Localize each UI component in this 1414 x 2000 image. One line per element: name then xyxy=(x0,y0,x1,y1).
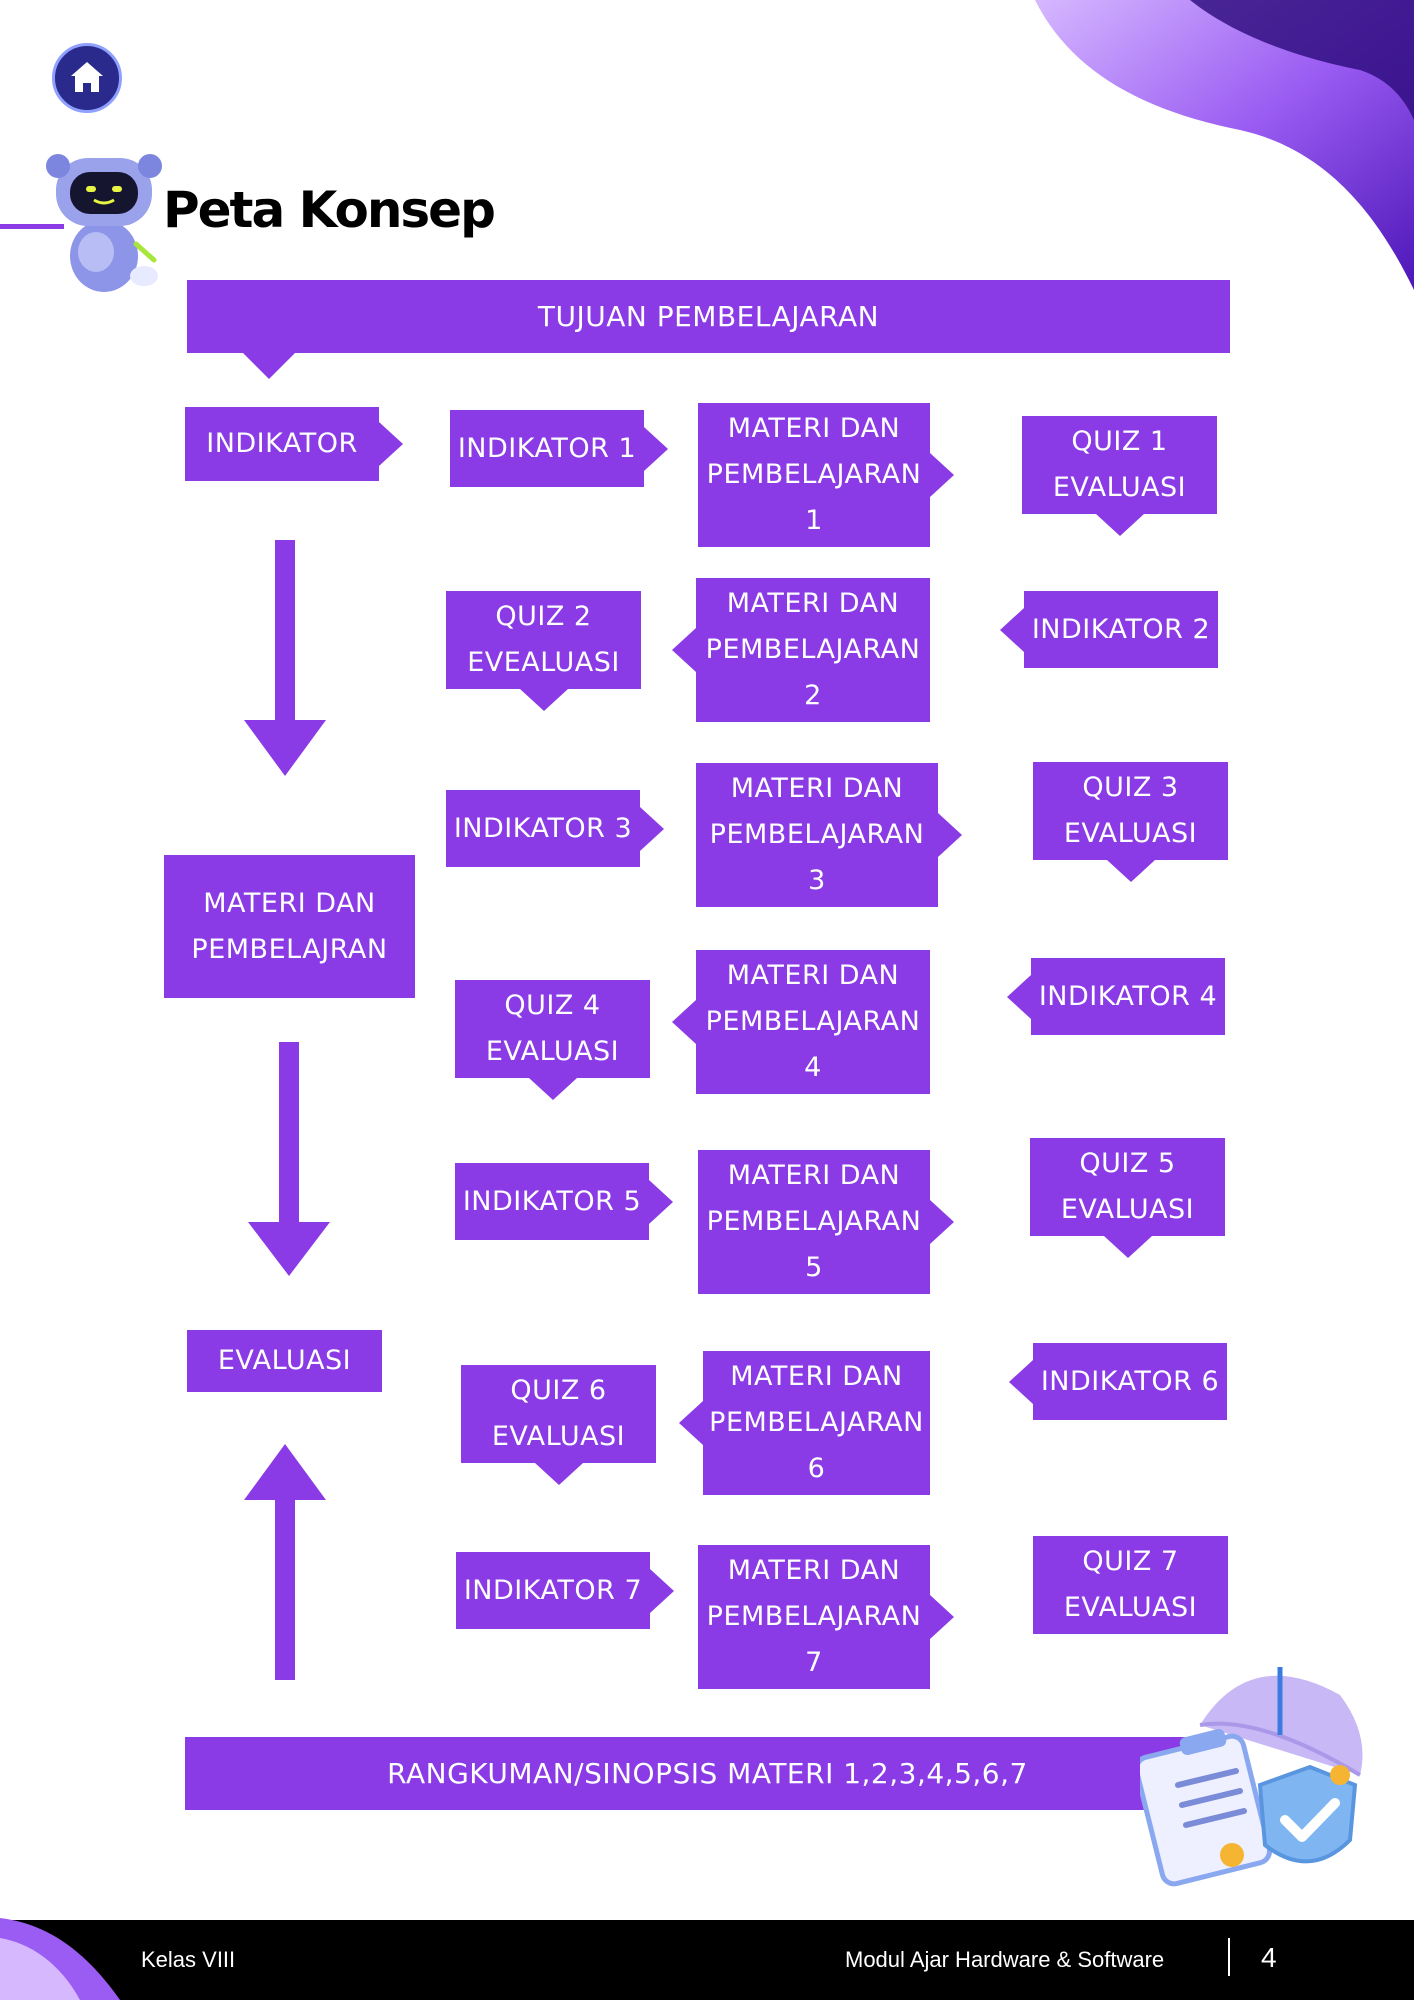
home-button[interactable] xyxy=(52,43,122,113)
materi-2-label: MATERI DAN PEMBELAJARAN 2 xyxy=(705,588,921,711)
decorative-ribbon-bottom-left xyxy=(0,1918,120,2000)
materi-7-label: MATERI DAN PEMBELAJARAN 7 xyxy=(706,1555,922,1678)
rangkuman-label: RANGKUMAN/SINOPSIS MATERI 1,2,3,4,5,6,7 xyxy=(387,1756,1028,1790)
robot-mascot xyxy=(46,154,162,292)
quiz-5-label: QUIZ 5 EVALUASI xyxy=(1060,1148,1195,1225)
indikator-1-label: INDIKATOR 1 xyxy=(457,432,637,464)
materi-1-label: MATERI DAN PEMBELAJARAN 1 xyxy=(706,413,922,536)
page-number: 4 xyxy=(1261,1942,1277,1973)
arrow-down-2 xyxy=(248,1042,330,1276)
materi-5-box: MATERI DAN PEMBELAJARAN 5 xyxy=(698,1150,954,1294)
rangkuman-banner: RANGKUMAN/SINOPSIS MATERI 1,2,3,4,5,6,7 xyxy=(185,1737,1230,1810)
indikator-4-label: INDIKATOR 4 xyxy=(1038,980,1218,1012)
home-icon xyxy=(71,62,103,92)
quiz-5-box: QUIZ 5 EVALUASI xyxy=(1030,1138,1225,1258)
materi-6-box: MATERI DAN PEMBELAJARAN 6 xyxy=(679,1351,930,1495)
quiz-2-box: QUIZ 2 EVEALUASI xyxy=(446,591,641,711)
indikator-2-label: INDIKATOR 2 xyxy=(1031,613,1211,645)
quiz-6-label: QUIZ 6 EVALUASI xyxy=(491,1375,626,1452)
umbrella-shield-checklist-illustration xyxy=(1140,1667,1363,1887)
indikator-1-box: INDIKATOR 1 xyxy=(450,410,668,487)
quiz-2-label: QUIZ 2 EVEALUASI xyxy=(467,601,620,678)
title-accent-line xyxy=(0,224,64,229)
quiz-4-box: QUIZ 4 EVALUASI xyxy=(455,980,650,1100)
quiz-3-label: QUIZ 3 EVALUASI xyxy=(1063,772,1198,849)
evaluasi-label: EVALUASI xyxy=(217,1345,352,1376)
arrow-up xyxy=(244,1444,326,1680)
indikator-6-box: INDIKATOR 6 xyxy=(1009,1343,1227,1420)
quiz-3-box: QUIZ 3 EVALUASI xyxy=(1033,762,1228,882)
quiz-4-label: QUIZ 4 EVALUASI xyxy=(485,990,620,1067)
footer-module-title: Modul Ajar Hardware & Software xyxy=(845,1947,1165,1972)
page-title: Peta Konsep xyxy=(163,181,496,239)
materi-1-box: MATERI DAN PEMBELAJARAN 1 xyxy=(698,403,954,547)
materi-7-box: MATERI DAN PEMBELAJARAN 7 xyxy=(698,1545,954,1689)
materi-5-label: MATERI DAN PEMBELAJARAN 5 xyxy=(706,1160,922,1283)
indikator-box: INDIKATOR xyxy=(185,407,403,481)
decorative-ribbon-top-right xyxy=(1035,0,1414,290)
indikator-6-label: INDIKATOR 6 xyxy=(1040,1365,1220,1397)
materi-dan-pembelajaran-label: MATERI DAN PEMBELAJRAN xyxy=(191,887,388,965)
quiz-1-box: QUIZ 1 EVALUASI xyxy=(1022,416,1217,536)
quiz-7-label: QUIZ 7 EVALUASI xyxy=(1063,1546,1198,1623)
materi-3-box: MATERI DAN PEMBELAJARAN 3 xyxy=(696,763,962,907)
materi-6-label: MATERI DAN PEMBELAJARAN 6 xyxy=(709,1361,924,1484)
indikator-3-label: INDIKATOR 3 xyxy=(453,812,633,844)
materi-4-box: MATERI DAN PEMBELAJARAN 4 xyxy=(672,950,930,1094)
indikator-4-box: INDIKATOR 4 xyxy=(1007,958,1225,1035)
indikator-5-box: INDIKATOR 5 xyxy=(455,1163,673,1240)
indikator-7-label: INDIKATOR 7 xyxy=(463,1574,643,1606)
materi-dan-pembelajaran-box: MATERI DAN PEMBELAJRAN xyxy=(164,855,415,998)
indikator-5-label: INDIKATOR 5 xyxy=(462,1185,642,1217)
indikator-2-box: INDIKATOR 2 xyxy=(1000,591,1218,668)
indikator-7-box: INDIKATOR 7 xyxy=(456,1552,674,1629)
quiz-7-box: QUIZ 7 EVALUASI xyxy=(1033,1536,1228,1634)
materi-4-label: MATERI DAN PEMBELAJARAN 4 xyxy=(705,960,921,1083)
quiz-1-label: QUIZ 1 EVALUASI xyxy=(1052,426,1187,503)
indikator-label: INDIKATOR xyxy=(206,428,358,459)
tujuan-pembelajaran-banner: TUJUAN PEMBELAJARAN xyxy=(187,280,1230,379)
indikator-3-box: INDIKATOR 3 xyxy=(446,790,664,867)
tujuan-pembelajaran-label: TUJUAN PEMBELAJARAN xyxy=(537,299,880,333)
evaluasi-box: EVALUASI xyxy=(187,1330,382,1392)
footer-divider xyxy=(1228,1938,1230,1976)
quiz-6-box: QUIZ 6 EVALUASI xyxy=(461,1365,656,1485)
arrow-down-1 xyxy=(244,540,326,776)
materi-3-label: MATERI DAN PEMBELAJARAN 3 xyxy=(709,773,925,896)
materi-2-box: MATERI DAN PEMBELAJARAN 2 xyxy=(672,578,930,722)
footer-bar: Kelas VIII Modul Ajar Hardware & Softwar… xyxy=(0,1920,1414,2000)
footer-class-label: Kelas VIII xyxy=(141,1947,236,1972)
